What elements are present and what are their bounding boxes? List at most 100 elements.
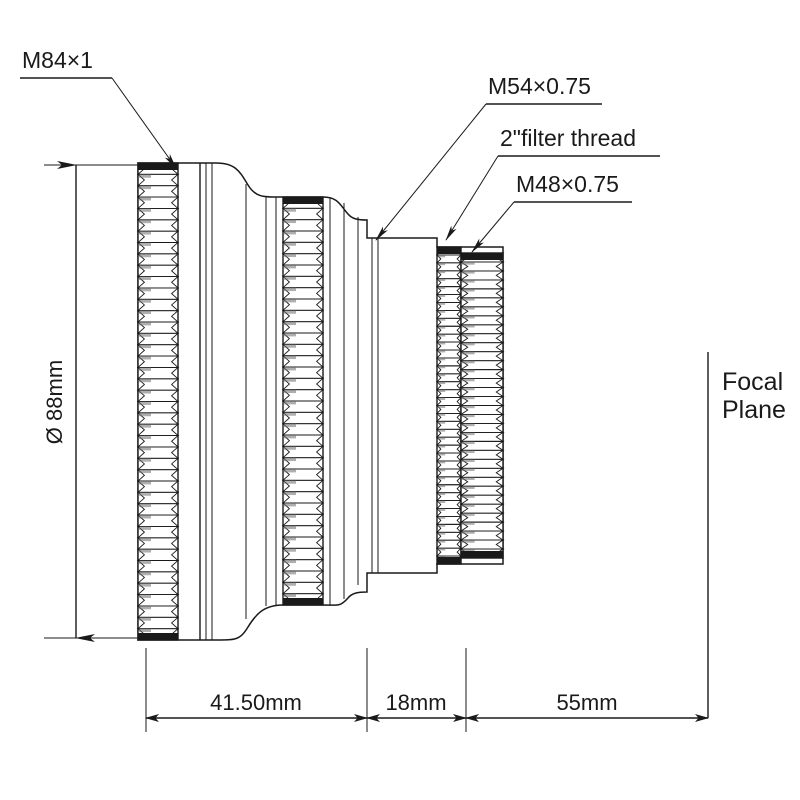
knurl-shading xyxy=(284,571,296,575)
knurl-shading xyxy=(139,617,151,621)
knurl-shading xyxy=(462,423,475,427)
knurl-shading xyxy=(139,435,151,439)
knurl-shading xyxy=(284,423,296,428)
knurl-shading xyxy=(284,276,296,280)
knurl-shading xyxy=(438,334,446,337)
knurl-shading xyxy=(139,322,151,326)
knurl-shading xyxy=(284,253,296,258)
knurl-shading xyxy=(284,242,296,246)
knurl-shading xyxy=(462,342,475,346)
knurl-shading xyxy=(438,302,446,305)
knurl-shading xyxy=(284,435,296,439)
knurl-shading xyxy=(284,401,296,405)
knurl-shading xyxy=(284,480,296,484)
knurl-shading xyxy=(139,503,151,508)
knurl-cap-bottom xyxy=(283,598,323,605)
knurl-shading xyxy=(284,559,296,564)
knurl-shading xyxy=(438,254,446,258)
knurl-shading xyxy=(139,265,151,269)
callout-leader-m48 xyxy=(471,201,515,253)
knurl-shading xyxy=(139,276,151,280)
knurl-shading xyxy=(284,412,296,416)
knurl-shading xyxy=(284,503,296,507)
knurl-shading xyxy=(139,367,151,371)
hdim-label-18: 18mm xyxy=(385,690,446,715)
knurl-shading xyxy=(438,421,446,424)
callout-label-m48: M48×0.75 xyxy=(516,171,619,197)
callout-label-m84: M84×1 xyxy=(22,47,93,73)
hdim-segment-18: 18mm xyxy=(366,690,467,722)
knurl-cap-bottom xyxy=(461,551,503,558)
knurl-shading xyxy=(139,526,151,530)
knurl-shading xyxy=(139,583,151,587)
knurl-cap-top xyxy=(461,253,503,260)
callout-filter-thread: 2"filter thread xyxy=(445,125,660,241)
knurl-shading xyxy=(284,321,296,326)
knurl-shading xyxy=(462,297,475,301)
knurl-shading xyxy=(284,355,296,360)
knurl-shading xyxy=(438,270,446,274)
knurl-shading xyxy=(438,365,446,369)
callout-m48: M48×0.75 xyxy=(471,171,632,253)
callout-leader-filter-thread xyxy=(445,155,499,241)
knurl-shading xyxy=(438,310,446,313)
knurl-shading xyxy=(284,469,296,473)
knurl-shading xyxy=(139,344,151,349)
knurl-shading xyxy=(438,318,446,321)
knurl-shading xyxy=(462,432,475,436)
knurl-shading xyxy=(284,582,296,586)
knurl-shading xyxy=(284,287,296,292)
knurl-shading xyxy=(462,513,475,516)
knurl-shading xyxy=(438,492,446,496)
knurl-shading xyxy=(284,367,296,371)
knurl-shading xyxy=(462,441,475,445)
knurl-shading xyxy=(139,333,151,337)
knurled-ring xyxy=(136,162,180,641)
knurl-cap-top xyxy=(283,197,323,204)
knurl-shading xyxy=(462,360,475,364)
knurl-shading xyxy=(139,446,151,451)
knurl-shading xyxy=(139,219,151,224)
hdim-segment-55: 55mm xyxy=(465,690,709,722)
knurl-shading xyxy=(139,549,151,553)
knurl-shading xyxy=(139,560,151,564)
knurl-shading xyxy=(438,484,446,488)
knurl-shading xyxy=(139,231,151,235)
knurl-shading xyxy=(462,549,475,552)
knurl-shading xyxy=(139,492,151,496)
knurl-shading xyxy=(438,278,446,282)
callout-label-filter-thread: 2"filter thread xyxy=(500,125,636,151)
focal-plane-label-line1: Focal xyxy=(722,368,783,396)
knurl-shading xyxy=(438,437,446,440)
knurl-shading xyxy=(462,351,475,355)
vertical-dimension-diameter: Ø 88mm xyxy=(42,161,178,642)
callout-leader-m54 xyxy=(375,103,487,241)
callout-m54: M54×0.75 xyxy=(375,73,602,241)
hdim-label-55: 55mm xyxy=(556,690,617,715)
knurl-shading xyxy=(139,458,151,462)
knurl-shading xyxy=(438,516,446,519)
knurl-shading xyxy=(139,299,151,303)
knurl-shading xyxy=(284,231,296,235)
knurl-shading xyxy=(462,468,475,471)
knurl-cap-bottom xyxy=(437,557,461,564)
knurl-shading xyxy=(462,450,475,454)
hdim-label-41-50: 41.50mm xyxy=(210,690,302,715)
knurl-shading xyxy=(438,429,446,432)
knurl-shading xyxy=(462,306,475,310)
knurl-shading xyxy=(139,174,151,178)
focal-plane-annotation: Focal Plane xyxy=(707,352,786,718)
knurl-shading xyxy=(462,531,475,534)
knurl-shading xyxy=(139,242,151,246)
knurl-shading xyxy=(462,315,475,319)
knurl-shading xyxy=(462,261,475,265)
knurled-ring xyxy=(459,252,505,559)
knurl-shading xyxy=(284,457,296,462)
knurl-shading xyxy=(438,342,446,345)
knurl-shading xyxy=(462,369,475,373)
knurl-shading xyxy=(139,401,151,405)
knurl-shading xyxy=(462,270,475,274)
knurl-shading xyxy=(284,299,296,303)
callout-leader-m84 xyxy=(111,77,177,169)
